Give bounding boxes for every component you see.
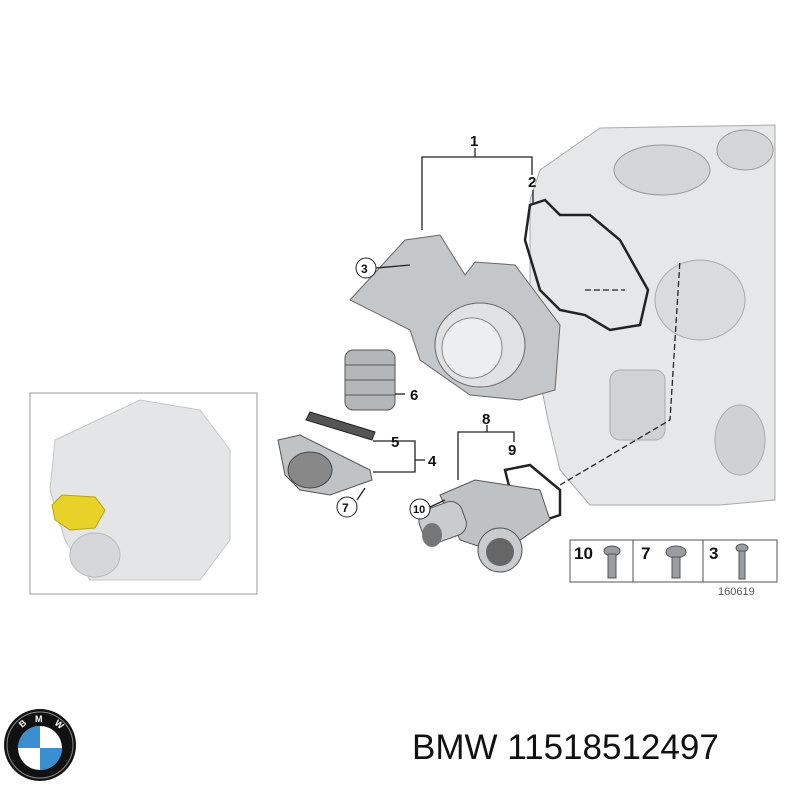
- callout-7: 7: [342, 501, 349, 515]
- leader-lines: [356, 148, 681, 508]
- gasket-2: [523, 198, 650, 332]
- bolt-legend: 10 7 3: [569, 539, 778, 583]
- callout-8: 8: [482, 411, 490, 428]
- legend-num-10: 10: [574, 544, 593, 563]
- callout-5: 5: [391, 434, 399, 451]
- seal-ring-5: [305, 411, 376, 441]
- callout-6: 6: [410, 387, 418, 404]
- svg-text:B: B: [17, 717, 29, 729]
- legend-num-7: 7: [641, 544, 650, 563]
- callout-2: 2: [528, 174, 536, 191]
- part-number-label: BMW 11518512497: [412, 728, 719, 767]
- long-bolt-icon: [735, 543, 749, 580]
- thermostat: [344, 349, 396, 411]
- callout-4: 4: [428, 453, 437, 470]
- bmw-logo: B M W: [4, 709, 76, 781]
- water-pump: [349, 234, 561, 401]
- legend-num-3: 3: [709, 544, 718, 563]
- callout-10: 10: [413, 504, 425, 516]
- hex-flange-bolt-icon: [665, 545, 687, 579]
- engine-block: [529, 124, 776, 506]
- engine-location-inset: [29, 392, 258, 595]
- callout-3: 3: [361, 262, 368, 276]
- callout-9: 9: [508, 442, 516, 459]
- thermostat-cover: [277, 434, 373, 496]
- callout-1: 1: [470, 133, 478, 150]
- svg-text:M: M: [35, 714, 43, 724]
- reference-number: 160619: [718, 586, 755, 598]
- coolant-housing: [418, 479, 551, 573]
- torx-bolt-icon: [603, 545, 621, 579]
